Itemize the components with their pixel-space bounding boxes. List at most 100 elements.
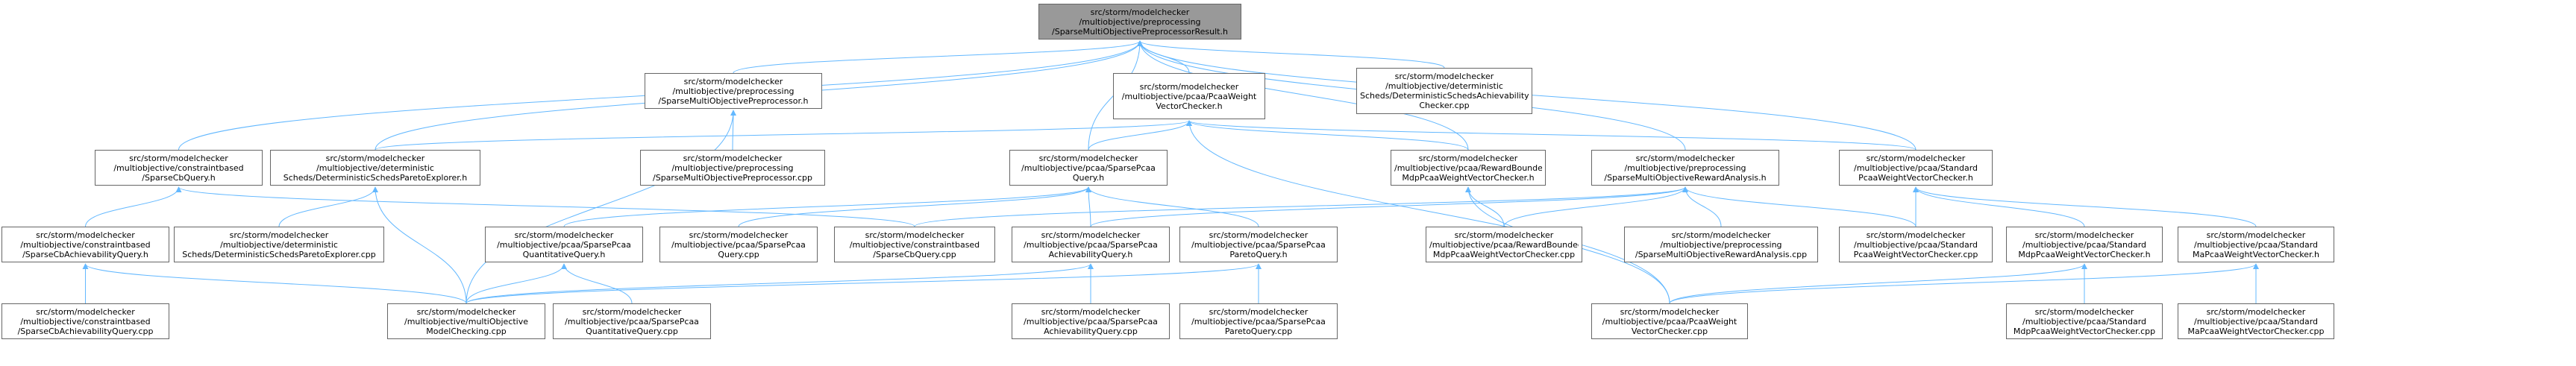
node-label-line: src/storm/modelchecker — [1671, 230, 1771, 240]
node-label-line: /multiobjective/preprocessing — [1079, 16, 1201, 27]
graph-node[interactable]: src/storm/modelchecker/multiobjective/pr… — [640, 150, 825, 186]
graph-root-node[interactable]: src/storm/modelchecker/multiobjective/pr… — [1038, 4, 1241, 40]
dependency-edge — [175, 186, 915, 227]
dependency-edge — [466, 263, 567, 304]
node-label-line: src/storm/modelchecker — [1418, 153, 1518, 163]
node-label-line: /multiobjective/pcaa/PcaaWeight — [1121, 91, 1257, 101]
node-label-line: MaPcaaWeightVectorChecker.cpp — [2187, 326, 2325, 336]
graph-node[interactable]: src/storm/modelchecker/multiobjective/pc… — [1012, 227, 1170, 262]
node-label-line: /multiobjective/pcaa/Standard — [1853, 163, 1978, 173]
graph-node[interactable]: src/storm/modelchecker/multiobjective/de… — [1356, 68, 1532, 114]
node-label-line: src/storm/modelchecker — [129, 153, 228, 163]
node-label-line: /multiobjective/deterministic — [316, 163, 434, 173]
node-label-line: /multiobjective/pcaa/Standard — [1853, 239, 1978, 250]
node-label-line: QuantitativeQuery.cpp — [586, 326, 678, 336]
node-label-line: MdpPcaaWeightVectorChecker.cpp — [1432, 249, 1576, 259]
node-label-line: src/storm/modelchecker — [1394, 72, 1494, 81]
node-label-line: /SparseMultiObjectivePreprocessor.h — [658, 95, 809, 106]
node-label-line: src/storm/modelchecker — [416, 306, 516, 317]
dependency-edge — [82, 263, 467, 304]
node-label-line: Scheds/DeterministicSchedsAchievability — [1360, 91, 1529, 101]
graph-node[interactable]: src/storm/modelchecker/multiobjective/pc… — [1179, 303, 1338, 339]
graph-node[interactable]: src/storm/modelchecker/multiobjective/pc… — [1426, 227, 1582, 262]
graph-node[interactable]: src/storm/modelchecker/multiobjective/de… — [270, 150, 480, 186]
node-label-line: /multiobjective/constraintbased — [20, 316, 151, 326]
dependency-edge — [1088, 120, 1192, 151]
node-label-line: /SparseCbAchievabilityQuery.h — [22, 249, 148, 259]
node-label-line: Scheds/DeterministicSchedsParetoExplorer… — [283, 172, 468, 183]
graph-node[interactable]: src/storm/modelchecker/multiobjective/pr… — [1624, 227, 1818, 262]
node-label-line: src/storm/modelchecker — [229, 230, 329, 240]
node-label-line: src/storm/modelchecker — [582, 306, 682, 317]
node-label-line: src/storm/modelchecker — [1139, 81, 1239, 92]
node-label-line: src/storm/modelchecker — [1038, 153, 1138, 163]
node-label-line: src/storm/modelchecker — [1209, 306, 1309, 317]
graph-node[interactable]: src/storm/modelchecker/multiobjective/pc… — [1012, 303, 1170, 339]
graph-node[interactable]: src/storm/modelchecker/multiobjective/pc… — [2006, 303, 2163, 339]
dependency-edge — [1085, 186, 1092, 227]
graph-node[interactable]: src/storm/modelchecker/multiobjective/co… — [95, 150, 263, 186]
node-label-line: src/storm/modelchecker — [689, 230, 789, 240]
node-label-line: /multiobjective/pcaa/SparsePcaa — [1024, 316, 1158, 326]
graph-node[interactable]: src/storm/modelchecker/multiobjective/pc… — [1391, 150, 1546, 186]
dependency-edge — [1186, 120, 1670, 304]
node-label-line: /multiobjective/constraintbased — [849, 239, 980, 250]
graph-node[interactable]: src/storm/modelchecker/multiobjective/pc… — [659, 227, 818, 262]
node-label-line: src/storm/modelchecker — [1620, 306, 1720, 317]
node-label-line: /multiobjective/deterministic — [220, 239, 338, 250]
node-label-line: VectorChecker.cpp — [1631, 326, 1708, 336]
node-label-line: /multiobjective/constraintbased — [113, 163, 244, 173]
graph-node[interactable]: src/storm/modelchecker/multiobjective/co… — [1, 303, 169, 339]
node-label-line: src/storm/modelchecker — [683, 153, 783, 163]
graph-node[interactable]: src/storm/modelchecker/multiobjective/pc… — [1839, 150, 1993, 186]
graph-node[interactable]: src/storm/modelchecker/multiobjective/pc… — [2006, 227, 2163, 262]
node-label-line: /multiobjective/pcaa/SparsePcaa — [671, 239, 806, 250]
node-label-line: src/storm/modelchecker — [1866, 153, 1966, 163]
graph-node[interactable]: src/storm/modelchecker/multiobjective/co… — [834, 227, 995, 262]
graph-node[interactable]: src/storm/modelchecker/multiobjective/pc… — [1839, 227, 1993, 262]
dependency-edge — [1465, 186, 1505, 227]
graph-node[interactable]: src/storm/modelchecker/multiobjective/mu… — [387, 303, 545, 339]
node-label-line: Query.cpp — [718, 249, 759, 259]
dependency-edge — [1137, 40, 1445, 69]
node-label-line: ModelChecking.cpp — [426, 326, 507, 336]
graph-node[interactable]: src/storm/modelchecker/multiobjective/pr… — [645, 73, 822, 109]
node-label-line: QuantitativeQuery.h — [522, 249, 606, 259]
node-label-line: src/storm/modelchecker — [1209, 230, 1309, 240]
graph-node[interactable]: src/storm/modelchecker/multiobjective/pc… — [2178, 227, 2334, 262]
dependency-edge — [733, 40, 1143, 74]
node-label-line: Scheds/DeterministicSchedsParetoExplorer… — [182, 249, 376, 259]
node-label-line: /SparseCbAchievabilityQuery.cpp — [17, 326, 154, 336]
node-label-line: src/storm/modelchecker — [2206, 230, 2306, 240]
node-label-line: src/storm/modelchecker — [1866, 230, 1966, 240]
node-label-line: src/storm/modelchecker — [865, 230, 965, 240]
node-label-line: /SparseCbQuery.h — [142, 172, 216, 183]
node-label-line: src/storm/modelchecker — [1041, 306, 1141, 317]
node-label-line: /SparseMultiObjectivePreprocessorResult.… — [1052, 26, 1228, 37]
dependency-edge — [466, 110, 736, 304]
node-label-line: MdpPcaaWeightVectorChecker.cpp — [2013, 326, 2156, 336]
graph-node[interactable]: src/storm/modelchecker/multiobjective/pc… — [1591, 303, 1748, 339]
graph-node[interactable]: src/storm/modelchecker/multiobjective/pr… — [1591, 150, 1779, 186]
dependency-edge — [375, 120, 1192, 151]
graph-node[interactable]: src/storm/modelchecker/multiobjective/de… — [174, 227, 384, 262]
node-label-line: /multiobjective/pcaa/SparsePcaa — [497, 239, 631, 250]
node-label-line: /multiobjective/pcaa/RewardBounded — [1429, 239, 1579, 250]
graph-node[interactable]: src/storm/modelchecker/multiobjective/co… — [1, 227, 169, 262]
node-label-line: ParetoQuery.h — [1229, 249, 1288, 259]
graph-node[interactable]: src/storm/modelchecker/multiobjective/pc… — [2178, 303, 2334, 339]
graph-node[interactable]: src/storm/modelchecker/multiobjective/pc… — [1179, 227, 1338, 262]
graph-node[interactable]: src/storm/modelchecker/multiobjective/pc… — [485, 227, 643, 262]
graph-node[interactable]: src/storm/modelchecker/multiobjective/pc… — [1009, 150, 1168, 186]
node-label-line: /multiobjective/pcaa/Standard — [2022, 239, 2146, 250]
node-label-line: /multiobjective/pcaa/Standard — [2193, 239, 2318, 250]
dependency-edge — [1137, 40, 1190, 74]
graph-node[interactable]: src/storm/modelchecker/multiobjective/pc… — [553, 303, 711, 339]
dependency-edge — [466, 263, 1262, 304]
node-label-line: /multiobjective/multiObjective — [404, 316, 529, 326]
node-label-line: /SparseMultiObjectiveRewardAnalysis.h — [1604, 172, 1767, 183]
dependency-edge — [1137, 40, 1469, 151]
graph-node[interactable]: src/storm/modelchecker/multiobjective/pc… — [1113, 73, 1265, 119]
node-label-line: /multiobjective/deterministic — [1385, 81, 1503, 91]
node-label-line: VectorChecker.h — [1156, 101, 1223, 111]
